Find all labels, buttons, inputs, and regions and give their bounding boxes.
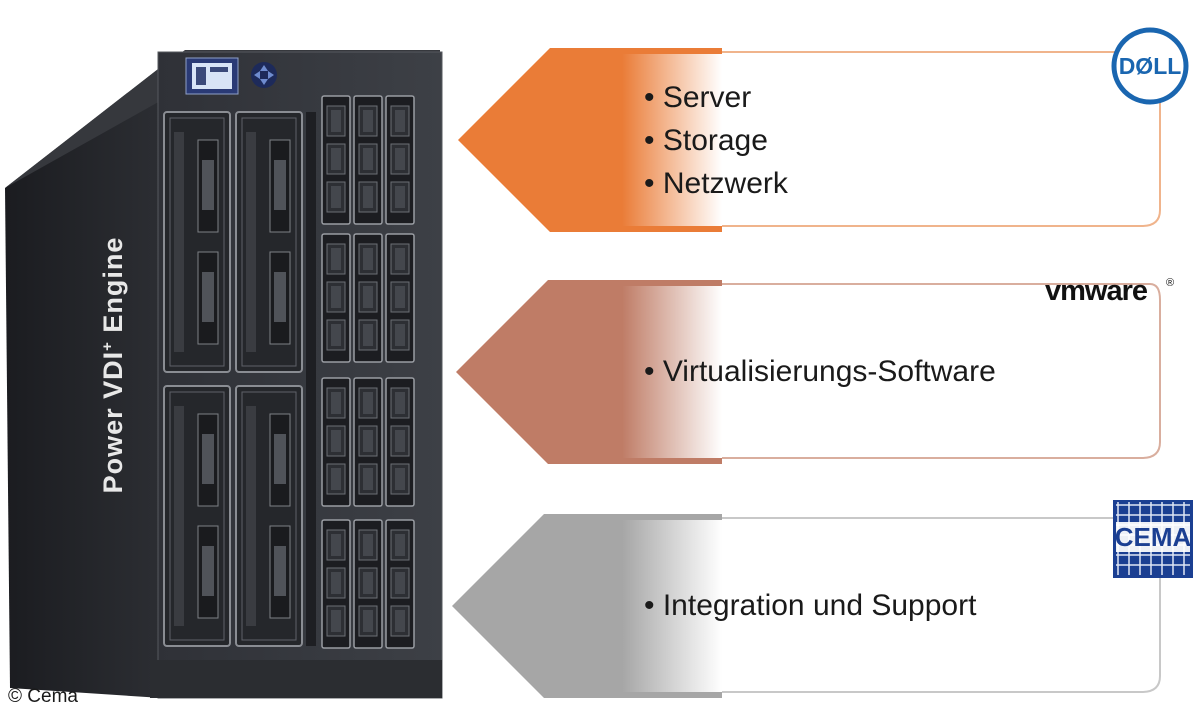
- server-label-tail: Engine: [98, 237, 128, 342]
- row-bullet: • Server: [644, 81, 751, 114]
- vmware-logo-text: vmware: [1045, 275, 1148, 307]
- drive-bay: [353, 519, 383, 649]
- drive-bay: [321, 377, 351, 507]
- component-rows: • Server • Storage • Netzwerk DØLL • Virtual…: [452, 27, 1193, 698]
- vmware-registered-mark: ®: [1166, 277, 1174, 289]
- drive-bay: [321, 95, 351, 225]
- row-bullet: • Storage: [644, 124, 768, 157]
- drive-bay: [385, 95, 415, 225]
- drive-bay: [321, 233, 351, 363]
- drive-bay: [385, 377, 415, 507]
- drive-bay: [353, 377, 383, 507]
- blade-module: [163, 385, 231, 647]
- server-label-name: Power VDI: [98, 351, 128, 494]
- row-bullet: • Integration und Support: [644, 589, 977, 622]
- blade-module: [235, 111, 303, 373]
- row-bullet: • Netzwerk: [644, 167, 789, 200]
- cema-logo-icon: CEMA: [1113, 500, 1193, 578]
- row-outline: [614, 283, 1161, 459]
- row-bullet-text: Storage: [663, 124, 768, 157]
- drive-bay: [353, 95, 383, 225]
- drive-bay: [385, 233, 415, 363]
- vmware-logo-icon: vmware ®: [1045, 275, 1174, 307]
- blade-module: [163, 111, 231, 373]
- blade-slots: [163, 111, 316, 647]
- cema-logo-text: CEMA: [1115, 522, 1192, 552]
- row-bullet-text: Netzwerk: [663, 167, 789, 200]
- component-row: • Server • Storage • Netzwerk DØLL: [458, 27, 1189, 232]
- drive-bay: [385, 519, 415, 649]
- row-bullet: • Virtualisierungs-Software: [644, 355, 996, 388]
- component-row: • Integration und Support CEMA: [452, 500, 1193, 698]
- server-label-mark: +: [99, 341, 116, 351]
- dell-logo-icon: DØLL: [1111, 27, 1189, 105]
- component-row: • Virtualisierungs-Software vmware ®: [456, 275, 1174, 464]
- row-bullet-text: Server: [663, 81, 751, 114]
- nav-pad-icon: [251, 62, 277, 88]
- row-bullet-text: Virtualisierungs-Software: [663, 355, 996, 388]
- server-label: Power VDI+ Engine: [98, 237, 128, 494]
- row-bullet-text: Integration und Support: [663, 589, 977, 622]
- drive-bays: [321, 95, 415, 649]
- server-chassis: Power VDI+ Engine: [5, 50, 443, 699]
- dell-logo-text: DØLL: [1119, 53, 1182, 79]
- copyright-notice: © Cema: [8, 686, 78, 707]
- drive-bay: [353, 233, 383, 363]
- drive-bay: [321, 519, 351, 649]
- blade-module: [235, 385, 303, 647]
